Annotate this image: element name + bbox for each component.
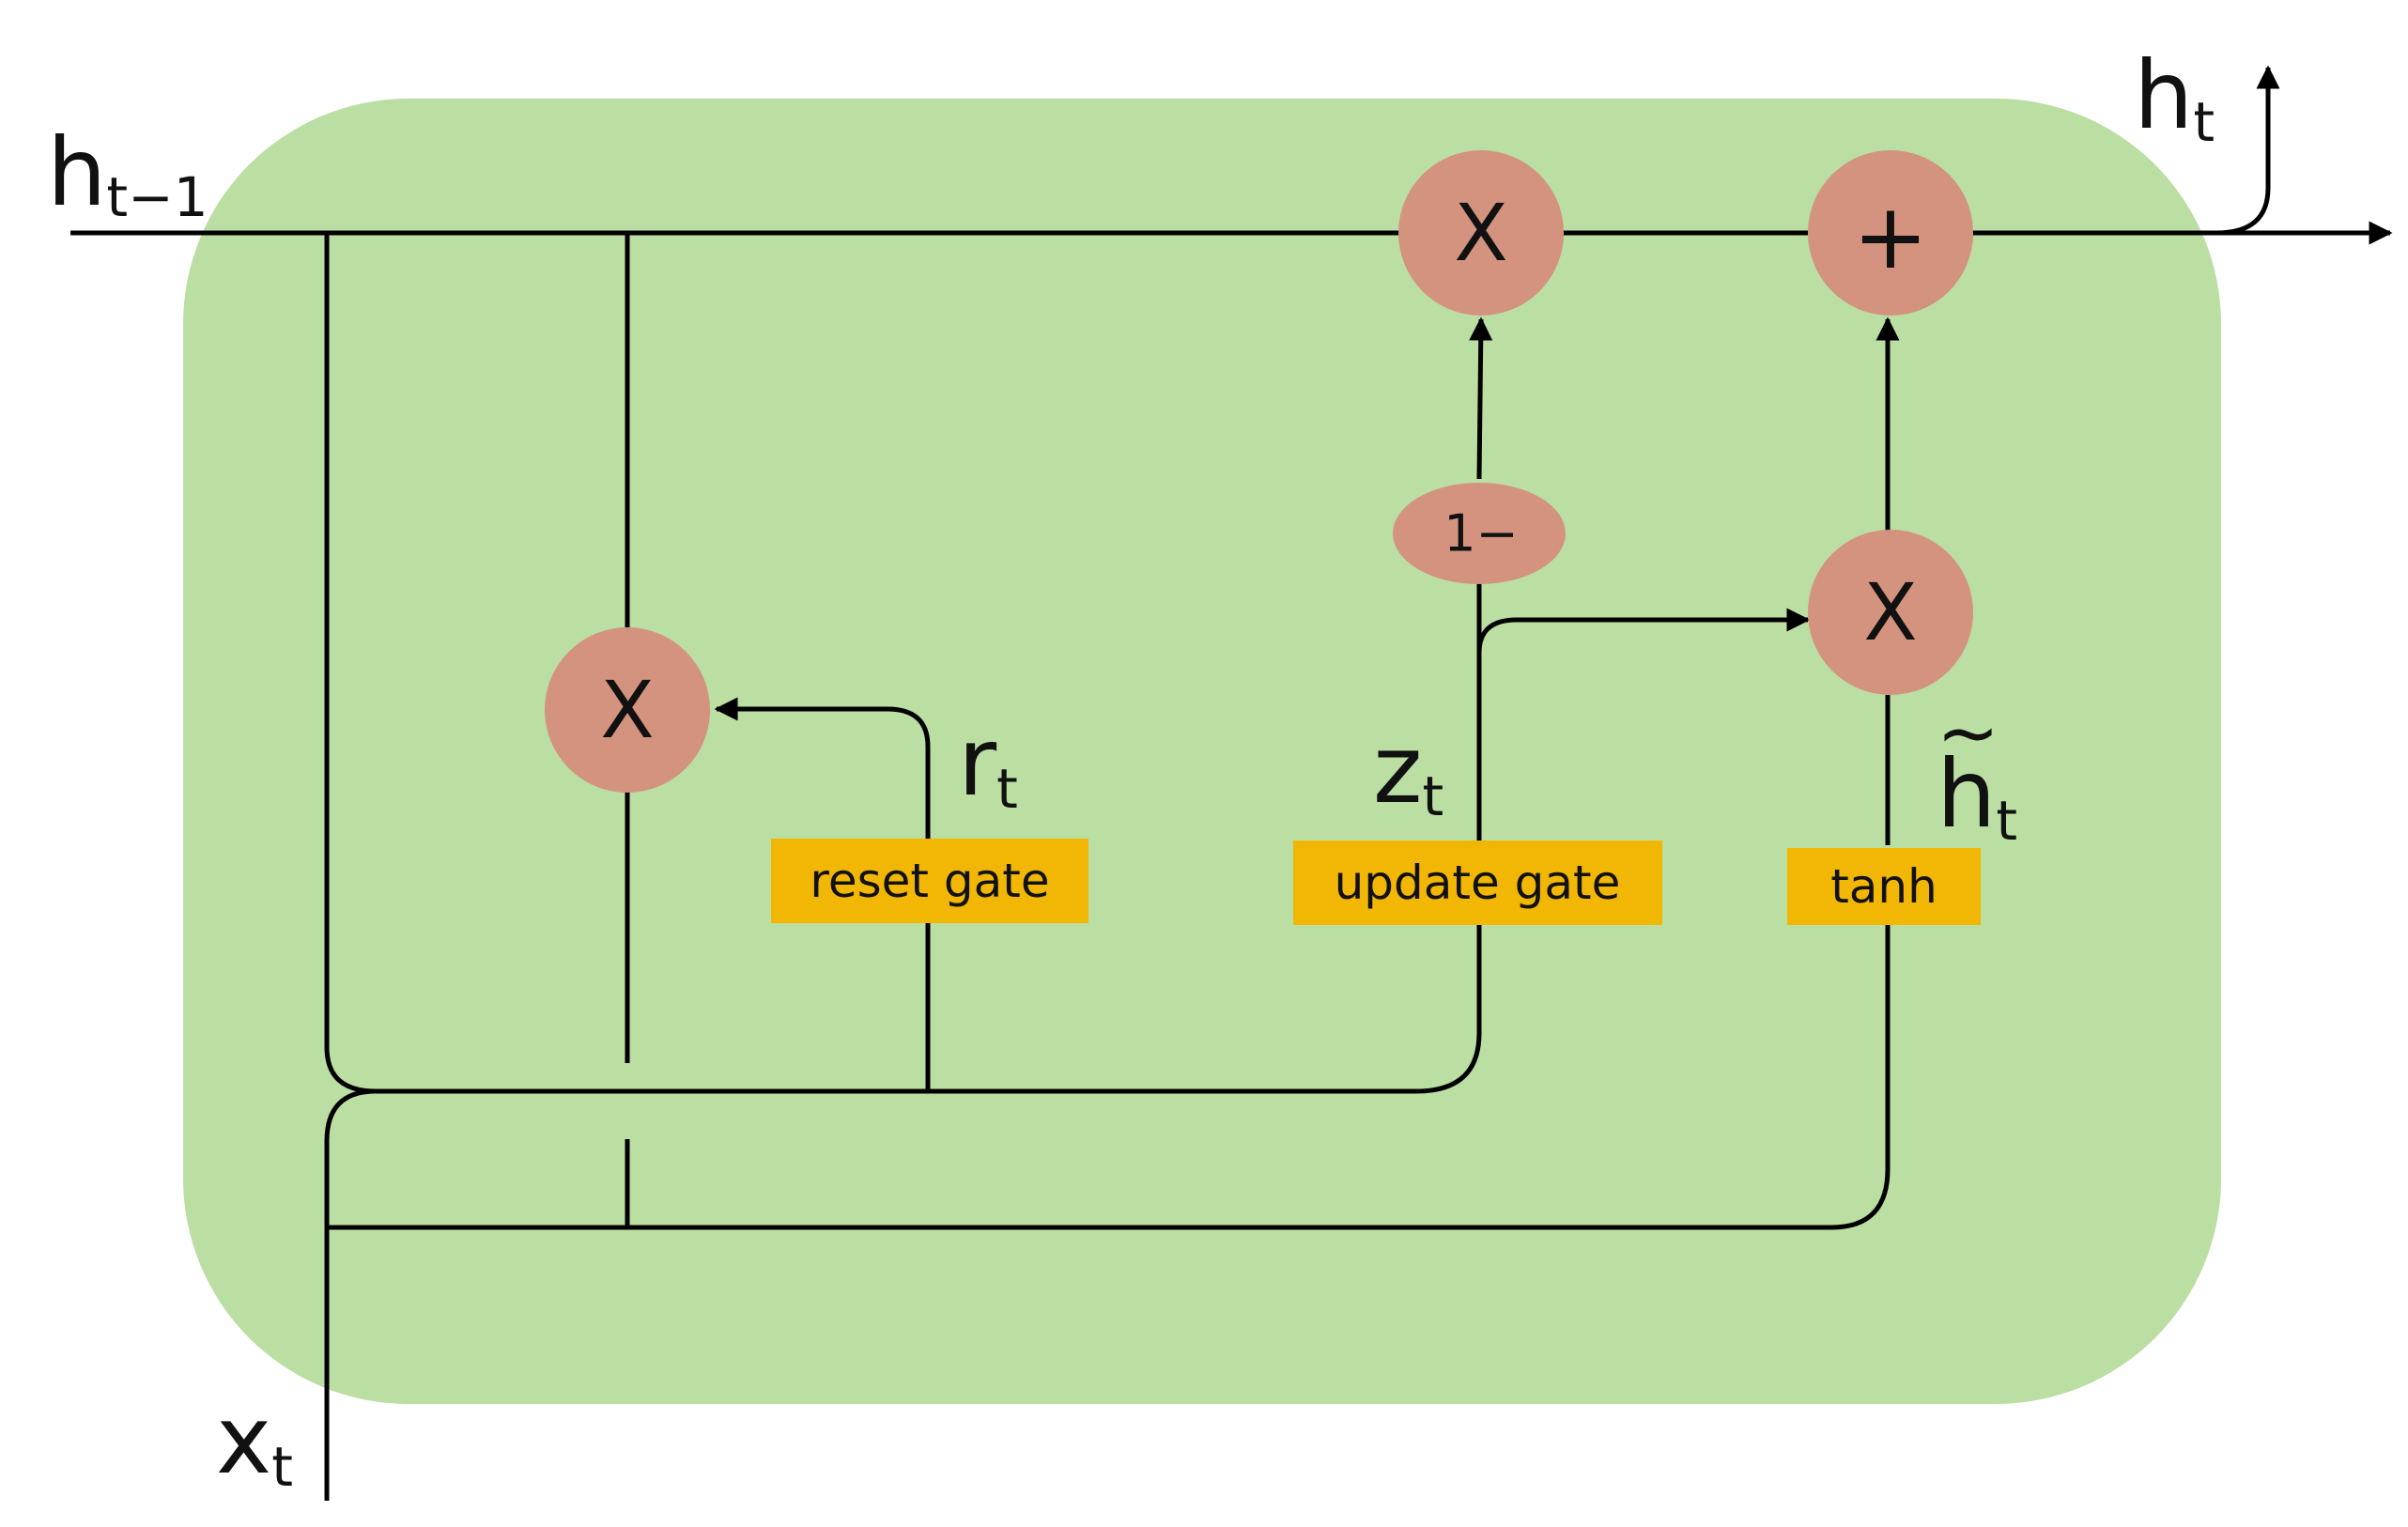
reset-gate-label: reset gate xyxy=(810,854,1049,908)
update-multiply-symbol: X xyxy=(1454,187,1508,279)
one-minus-to-update-mul xyxy=(1469,316,1493,480)
label-r: rt xyxy=(958,707,1018,821)
candidate-multiply-symbol: X xyxy=(1863,566,1918,658)
reset-gate-output xyxy=(714,697,931,1091)
label-x-in: xt xyxy=(216,1385,293,1499)
tanh-gate-box xyxy=(1787,848,1981,925)
x-input-line xyxy=(324,1088,377,1501)
label-h-out: ht xyxy=(2134,40,2215,154)
update-gate: update gate xyxy=(1293,841,1662,925)
add-symbol: + xyxy=(1853,184,1928,289)
update-gate-box xyxy=(1293,841,1662,925)
tanh-gate: tanh xyxy=(1787,848,1981,925)
reset-multiply-circle xyxy=(545,627,710,793)
reset-multiply-symbol: X xyxy=(600,664,655,756)
add-node: + xyxy=(1808,150,1973,316)
add-circle xyxy=(1808,150,1973,316)
tanh-gate-label: tanh xyxy=(1830,859,1937,914)
wires xyxy=(70,65,2393,1501)
update-multiply-circle xyxy=(1398,150,1564,316)
update-gate-bus xyxy=(930,667,1482,1094)
one-minus-ellipse xyxy=(1393,483,1566,584)
update-multiply-node: X xyxy=(1398,150,1564,316)
one-minus-text: 1− xyxy=(1443,504,1519,563)
one-minus-node: 1− xyxy=(1393,483,1566,584)
candidate-multiply-circle xyxy=(1808,530,1973,695)
update-to-cand-mul xyxy=(1476,608,1811,667)
candidate-multiply-node: X xyxy=(1808,530,1973,695)
gru-cell-background xyxy=(183,99,2221,1404)
output-arrow-up xyxy=(2215,65,2280,236)
reset-multiply-node: X xyxy=(545,627,710,793)
candidate-bus xyxy=(327,925,1891,1230)
reset-gate-box xyxy=(771,839,1088,923)
update-gate-label: update gate xyxy=(1335,856,1621,910)
label-h-tilde: ht xyxy=(1937,739,2017,853)
label-h-tilde-accent: ~ xyxy=(1937,689,1999,777)
label-z: zt xyxy=(1373,715,1443,828)
reset-gate: reset gate xyxy=(771,839,1088,923)
label-h-prev: ht−1 xyxy=(47,117,208,229)
